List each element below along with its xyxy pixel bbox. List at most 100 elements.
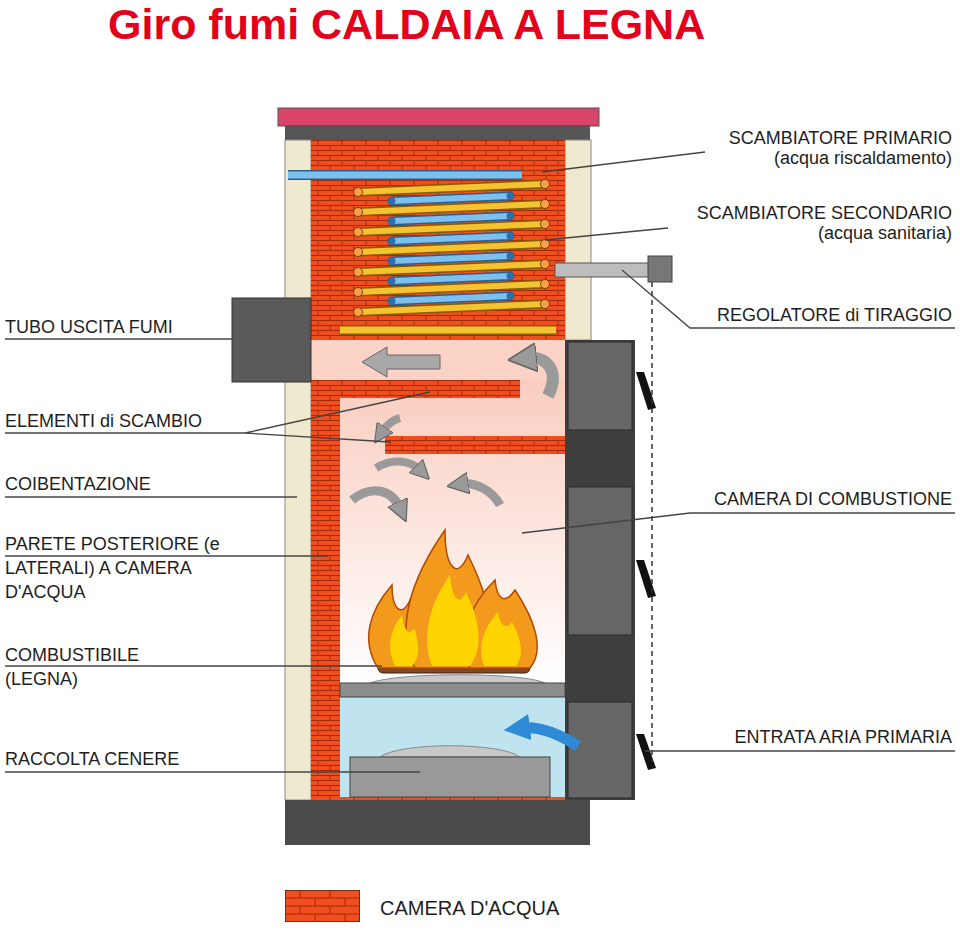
heat-exchanger-tubes-part-part (354, 228, 363, 237)
leader-lines-part (5, 555, 328, 556)
heat-exchanger-tubes-part-part (358, 244, 545, 252)
heat-exchanger-tubes-part-part (392, 276, 510, 281)
heat-exchanger-tubes-part-part (389, 258, 396, 265)
heat-exchanger-tubes-part-part (392, 216, 510, 221)
heat-exchanger-tubes-part-part (392, 196, 510, 201)
heat-exchanger-tubes-part-part (358, 284, 545, 292)
legend-swatch-pattern-part (285, 890, 360, 922)
smoke-arrows-part (382, 418, 400, 432)
front-doors-part (565, 340, 635, 800)
heat-exchanger-tubes-part-part (358, 204, 545, 212)
heat-exchanger-tubes-part-part (507, 213, 514, 220)
boiler-body-part (340, 697, 565, 797)
part-label: REGOLATORE di TIRAGGIO (717, 304, 952, 326)
heat-exchanger-tubes-part (389, 193, 514, 305)
leader-lines-part (5, 338, 232, 339)
heat-exchanger-tubes-part-part (354, 288, 363, 297)
heat-exchanger-tubes-part-part (541, 300, 550, 309)
legend-swatch-pattern (285, 890, 360, 922)
heat-exchanger-tubes-part-part (354, 308, 363, 317)
heat-exchanger-tubes (288, 175, 556, 330)
grate (340, 675, 565, 697)
heat-exchanger-tubes-part-part (541, 180, 550, 189)
part-label: ENTRATA ARIA PRIMARIA (735, 726, 952, 748)
heat-exchanger-tubes-part-part (392, 256, 510, 261)
part-label: TUBO USCITA FUMI (5, 316, 173, 338)
heat-exchanger-tubes-part-part (507, 253, 514, 260)
part-label: RACCOLTA CENERE (5, 748, 179, 770)
part-label: COMBUSTIBILE (LEGNA) (5, 643, 155, 691)
ash-drawer-part (380, 746, 520, 757)
smoke-arrows-part (376, 461, 420, 470)
heat-exchanger-tubes-part-part (541, 260, 550, 269)
front-doors-part (568, 342, 632, 430)
leader-lines-part (542, 152, 705, 172)
heat-exchanger-tubes-part-part (507, 293, 514, 300)
heat-exchanger-tubes-part-part (358, 224, 545, 232)
leader-lines-part (5, 771, 420, 772)
heat-exchanger-tubes-part-part (541, 220, 550, 229)
leader-lines-part (5, 665, 382, 666)
heat-exchanger-tubes-part-part (392, 196, 510, 201)
ash-drawer-part (350, 757, 550, 797)
boiler-body (278, 108, 599, 845)
heat-exchanger-tubes-part-part (358, 224, 545, 232)
part-label: CAMERA DI COMBUSTIONE (714, 488, 952, 510)
front-doors-part (636, 372, 656, 410)
front-doors (565, 340, 656, 800)
heat-exchanger-tubes-part-part (392, 276, 510, 281)
heat-exchanger-tubes-part-part (354, 248, 363, 257)
heat-exchanger-tubes-part-part (389, 198, 396, 205)
front-doors-part (568, 487, 632, 635)
boiler-body-part (285, 125, 590, 141)
flames-part (390, 615, 418, 666)
boiler-body-part (385, 436, 565, 454)
heat-exchanger-tubes-part-part (358, 204, 545, 212)
draft-regulator-part (651, 282, 653, 762)
heat-exchanger-tubes-part-part (358, 264, 545, 272)
heat-exchanger-tubes-part-part (358, 304, 545, 312)
heat-exchanger-tubes-part (358, 184, 545, 312)
smoke-outlet-pipe-part (232, 298, 311, 382)
heat-exchanger-tubes-part-part (392, 296, 510, 301)
heat-exchanger-tubes-part-part (541, 200, 550, 209)
part-label: ELEMENTI di SCAMBIO (5, 410, 202, 432)
leader-lines-part (545, 228, 668, 240)
smoke-arrows-part (352, 491, 400, 508)
front-doors-part (568, 702, 632, 798)
heat-exchanger-tubes-part-part (392, 236, 510, 241)
part-label: SCAMBIATORE PRIMARIO (acqua riscaldament… (684, 128, 952, 168)
boiler-body-part (278, 108, 599, 126)
heat-exchanger-tubes-part-part (354, 208, 363, 217)
heat-exchanger-tubes-part-part (389, 218, 396, 225)
heat-exchanger-tubes-part-part (358, 264, 545, 272)
heat-exchanger-tubes-part (288, 172, 522, 179)
heat-exchanger-tubes-part-part (354, 188, 363, 197)
heat-exchanger-tubes-part (340, 327, 556, 334)
heat-exchanger-tubes-part-part (507, 233, 514, 240)
heat-exchanger-tubes-part (354, 180, 550, 317)
part-label: PARETE POSTERIORE (e LATERALI) A CAMERA … (5, 532, 231, 604)
heat-exchanger-tubes-part-part (541, 280, 550, 289)
heat-exchanger-tubes-part-part (541, 240, 550, 249)
part-label: COIBENTAZIONE (5, 473, 151, 495)
heat-exchanger-tubes-part-part (358, 184, 545, 192)
primary-air-arrow (522, 728, 578, 746)
heat-exchanger-tubes-part-part (358, 304, 545, 312)
smoke-arrows (352, 347, 553, 508)
boiler-body-part (285, 140, 311, 800)
front-doors-part (636, 734, 656, 770)
draft-regulator-part (555, 263, 650, 277)
leader-lines-part (5, 496, 297, 497)
heat-exchanger-tubes-part (288, 170, 522, 180)
boiler-body-part (285, 800, 590, 845)
legend-text: CAMERA D'ACQUA (380, 896, 559, 920)
grate-part (340, 683, 565, 697)
heat-exchanger-tubes-part-part (507, 193, 514, 200)
part-label: SCAMBIATORE SECONDARIO (acqua sanitaria) (664, 203, 952, 243)
heat-exchanger-tubes-part (340, 325, 556, 335)
diagram-title: Giro fumi CALDAIA A LEGNA (108, 0, 705, 48)
boiler-body-part (340, 380, 520, 398)
flames-part (481, 612, 521, 666)
smoke-arrows-part (362, 347, 440, 377)
